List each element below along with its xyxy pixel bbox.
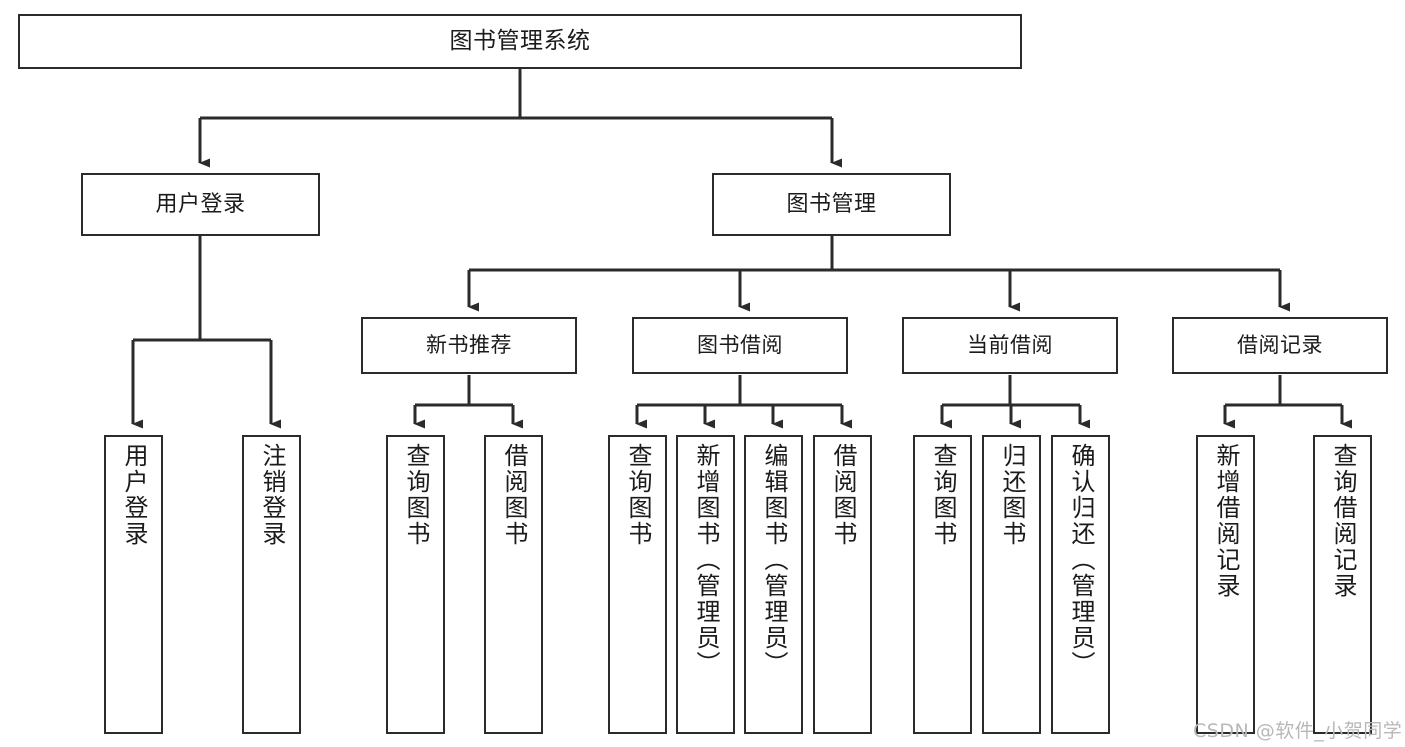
node-root[interactable]: 图书管理系统	[18, 14, 1022, 69]
node-book-borrow[interactable]: 图书借阅	[632, 317, 848, 374]
node-borrow-record[interactable]: 借阅记录	[1172, 317, 1388, 374]
node-leaf-logout-label: 注销登录	[257, 443, 286, 547]
node-leaf-query-book-2-label: 查询图书	[623, 443, 652, 547]
node-leaf-logout[interactable]: 注销登录	[242, 435, 301, 734]
node-leaf-confirm-return[interactable]: 确认归还（管理员）	[1051, 435, 1110, 734]
node-leaf-query-book-3-label: 查询图书	[928, 443, 957, 547]
node-leaf-add-book-label: 新增图书（管理员）	[691, 443, 720, 677]
node-leaf-query-book-3[interactable]: 查询图书	[913, 435, 972, 734]
node-leaf-query-book-1-label: 查询图书	[401, 443, 430, 547]
node-root-label: 图书管理系统	[449, 27, 591, 54]
node-leaf-edit-book[interactable]: 编辑图书（管理员）	[744, 435, 803, 734]
node-leaf-borrow-book-2-label: 借阅图书	[828, 443, 857, 547]
node-leaf-query-book-1[interactable]: 查询图书	[386, 435, 445, 734]
node-leaf-return-book[interactable]: 归还图书	[982, 435, 1041, 734]
node-leaf-add-book[interactable]: 新增图书（管理员）	[676, 435, 735, 734]
node-leaf-borrow-book-1-label: 借阅图书	[499, 443, 528, 547]
node-borrow-record-label: 借阅记录	[1237, 333, 1323, 358]
node-leaf-add-record-label: 新增借阅记录	[1211, 443, 1240, 599]
node-leaf-query-record[interactable]: 查询借阅记录	[1313, 435, 1372, 734]
node-leaf-query-record-label: 查询借阅记录	[1328, 443, 1357, 599]
node-leaf-user-login[interactable]: 用户登录	[104, 435, 163, 734]
node-book-management[interactable]: 图书管理	[712, 173, 951, 236]
node-leaf-user-login-label: 用户登录	[119, 443, 148, 547]
node-leaf-edit-book-label: 编辑图书（管理员）	[759, 443, 788, 677]
node-leaf-borrow-book-1[interactable]: 借阅图书	[484, 435, 543, 734]
node-leaf-query-book-2[interactable]: 查询图书	[608, 435, 667, 734]
node-leaf-confirm-return-label: 确认归还（管理员）	[1066, 443, 1095, 677]
node-new-book-recommend[interactable]: 新书推荐	[361, 317, 577, 374]
node-current-borrow-label: 当前借阅	[967, 333, 1053, 358]
node-book-management-label: 图书管理	[786, 191, 877, 217]
node-new-book-recommend-label: 新书推荐	[426, 333, 512, 358]
node-book-borrow-label: 图书借阅	[697, 333, 783, 358]
node-leaf-borrow-book-2[interactable]: 借阅图书	[813, 435, 872, 734]
node-current-borrow[interactable]: 当前借阅	[902, 317, 1118, 374]
node-user-login[interactable]: 用户登录	[81, 173, 320, 236]
node-leaf-add-record[interactable]: 新增借阅记录	[1196, 435, 1255, 734]
node-user-login-label: 用户登录	[155, 191, 246, 217]
node-leaf-return-book-label: 归还图书	[997, 443, 1026, 547]
